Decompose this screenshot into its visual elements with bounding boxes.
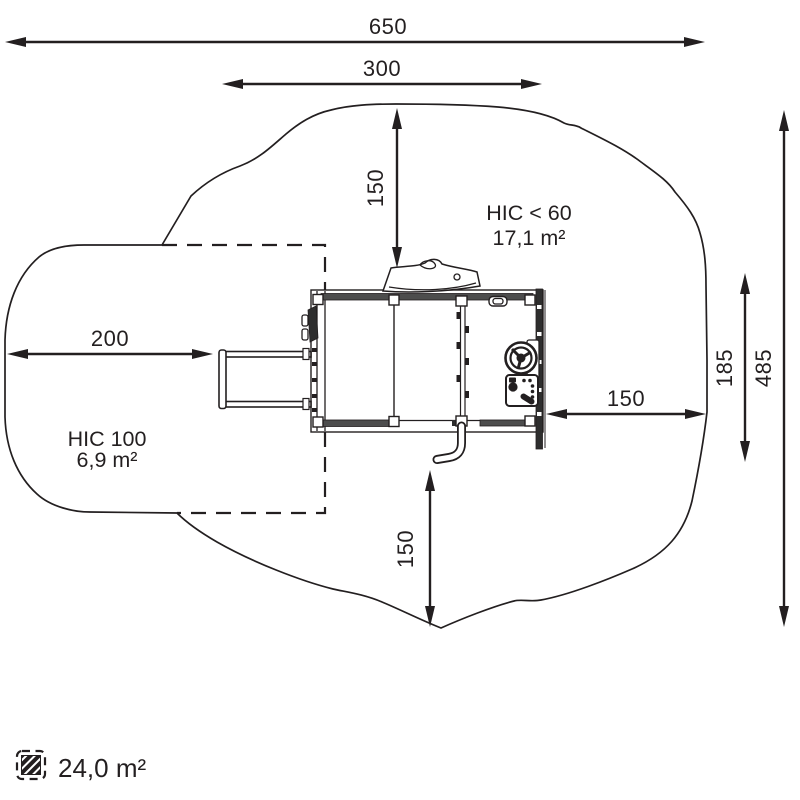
deck: [310, 289, 544, 433]
dimension-zone-height-inner: 185: [712, 273, 750, 462]
hic60-area: 17,1 m²: [493, 226, 566, 250]
hic100-boundary-dashed: [162, 243, 327, 515]
dim-structure-width-label: 300: [363, 56, 401, 81]
safety-zone-outline: [4, 103, 708, 629]
dim-top-clearance-label: 150: [363, 169, 388, 207]
phone-handset-icon: [520, 393, 535, 405]
dimension-slide-runout: 200: [7, 326, 213, 359]
hic60-label: HIC < 60: [486, 201, 571, 225]
climbing-wall-divider: [456, 300, 469, 418]
climbing-wall: [381, 258, 481, 293]
bottom-rail-left: [321, 419, 391, 427]
dim-zone-height-total-label: 485: [751, 349, 776, 387]
dim-side-clearance-label: 150: [607, 386, 645, 411]
top-hatch-tab: [488, 295, 508, 307]
post: [388, 294, 400, 306]
dimension-total-width: 650: [5, 14, 705, 47]
slide: [218, 347, 312, 411]
posts: [312, 293, 536, 428]
post: [312, 416, 324, 428]
left-wall-fixtures: [301, 305, 319, 412]
total-area-label: 24,0 m²: [58, 753, 146, 783]
dimension-top-clearance: 150: [363, 108, 402, 268]
dim-bottom-clearance-label: 150: [393, 530, 418, 568]
bottom-rail-right: [479, 419, 533, 427]
post: [455, 295, 468, 307]
hic60-zone-label: HIC < 60 17,1 m²: [486, 201, 571, 250]
play-panel: [505, 374, 539, 407]
fireman-pole: [432, 421, 466, 464]
dimension-zone-height-total: 485: [751, 110, 789, 627]
dimension-side-clearance: 150: [546, 386, 706, 419]
impact-zone-boundary: [4, 103, 708, 629]
dim-zone-height-inner-label: 185: [712, 349, 737, 387]
dimension-bottom-clearance: 150: [393, 470, 435, 627]
dimension-structure-width: 300: [222, 56, 542, 89]
hic100-zone-label: HIC 100 6,9 m²: [68, 427, 147, 472]
post: [312, 293, 324, 306]
post: [524, 415, 536, 427]
total-area-legend: 24,0 m²: [15, 749, 146, 783]
hic100-area: 6,9 m²: [77, 448, 138, 472]
surfacing-hatch-icon: [21, 755, 41, 775]
dim-slide-runout-label: 200: [91, 326, 129, 351]
surfacing-area-icon: [15, 749, 47, 781]
post: [388, 415, 400, 428]
hic100-label: HIC 100: [68, 427, 147, 451]
play-structure: [218, 258, 546, 464]
dim-total-width-label: 650: [369, 14, 407, 39]
post: [524, 294, 536, 306]
